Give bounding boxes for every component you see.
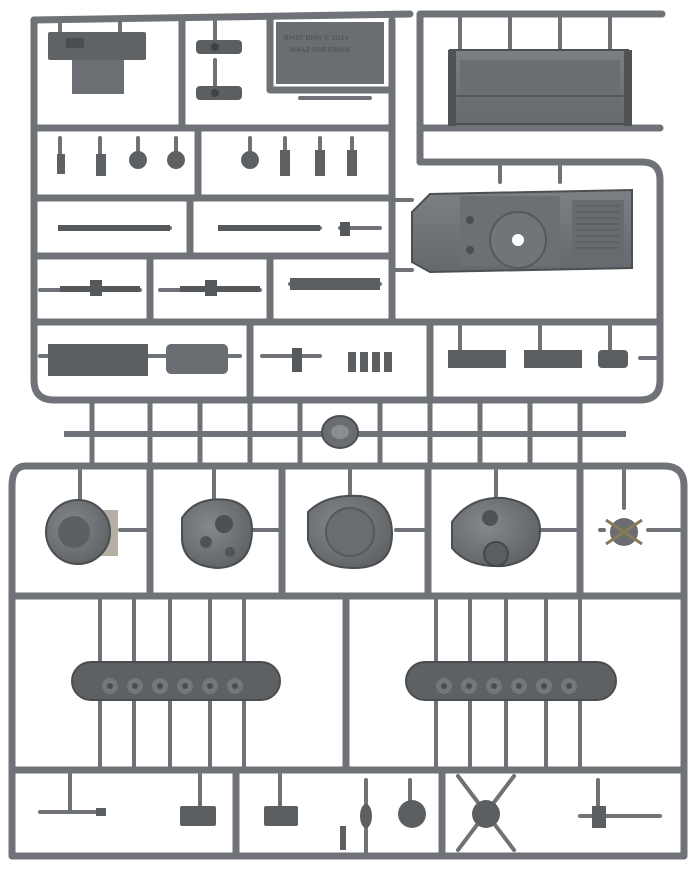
rear-plate-part [48,32,146,60]
barrel-part [218,225,320,231]
barrel-part [58,225,170,231]
turret-part-4 [451,496,542,568]
bottom-parts [96,800,606,850]
tag-line-1: BH30 BHH © 2014 [284,34,349,42]
track-assembly-right [405,661,617,701]
turret-part-2 [181,498,254,570]
turret-parts [45,494,643,570]
sprue-tag [276,22,384,84]
small-box-part [180,806,216,826]
tag-line-2: M4A3 SHERMAN [290,47,350,54]
small-box-part [264,806,298,826]
upper-parts: BH30 BHH © 2014 M4A3 SHERMAN [48,22,633,376]
stowage-box-part [48,344,148,376]
upper-hull-part [411,188,633,274]
lower-gates [38,464,686,858]
hatch-part [398,800,426,828]
turret-part-1 [45,499,118,565]
track-assembly-left [71,661,281,701]
mantlet-part [605,518,643,546]
stowage-part [166,344,228,374]
upper-sprue-frame [30,10,666,404]
engine-deck-part [72,60,124,94]
turret-part-3 [307,494,394,570]
center-connector [64,400,626,466]
